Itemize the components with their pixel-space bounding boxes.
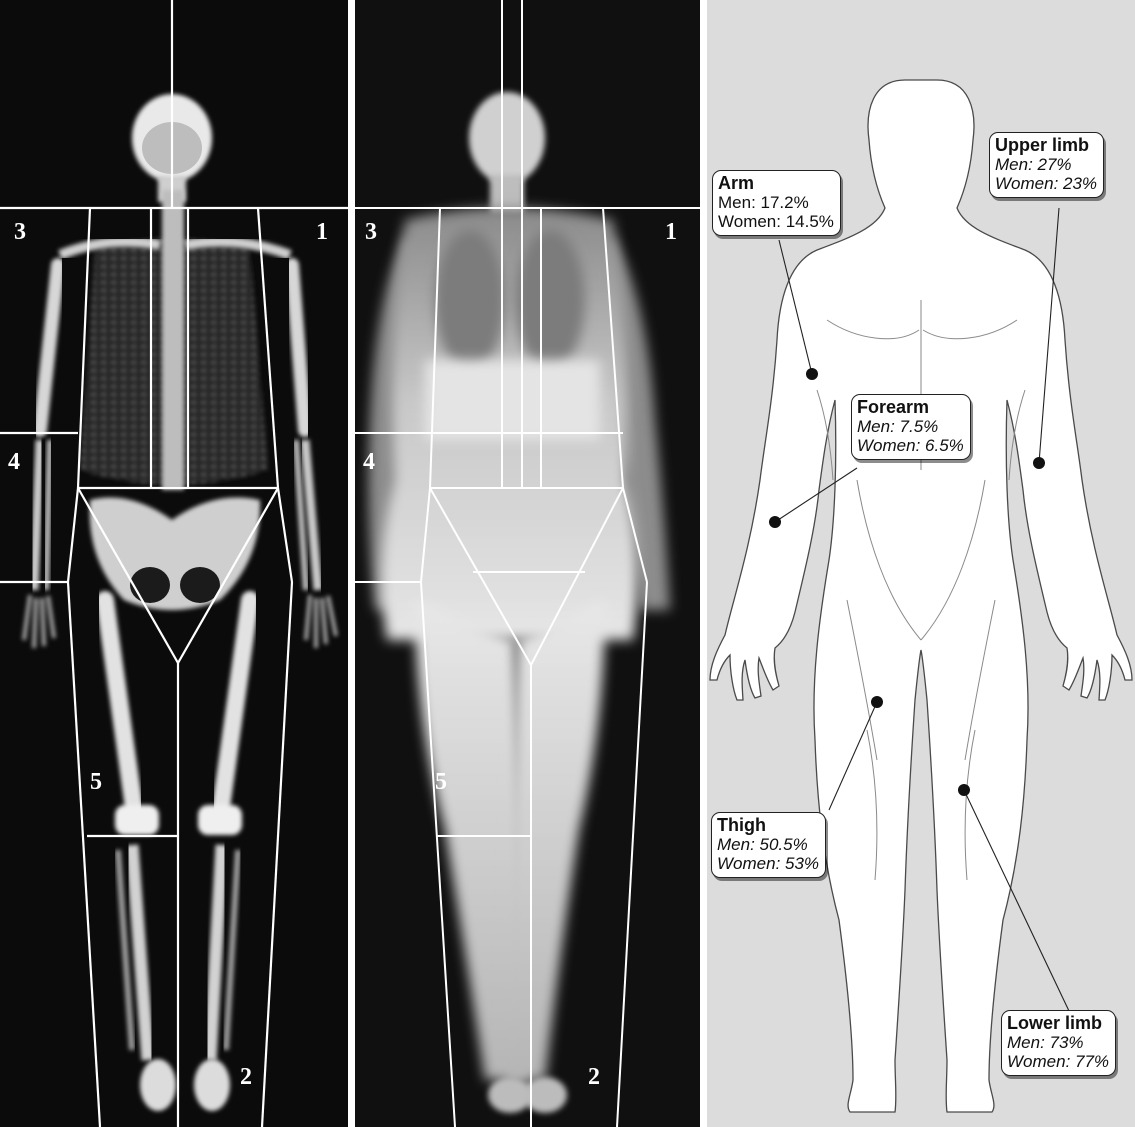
soft-tissue-dxa-scan: 3 1 4 5 2 <box>355 0 700 1127</box>
bone-region-2-label: 2 <box>240 1065 252 1089</box>
upper-limb-callout-men: Men: 27% <box>995 155 1097 174</box>
arm-callout: Arm Men: 17.2% Women: 14.5% <box>712 170 841 236</box>
thigh-callout: Thigh Men: 50.5% Women: 53% <box>711 812 826 878</box>
skeleton-figure <box>0 0 348 1127</box>
lower-limb-callout: Lower limb Men: 73% Women: 77% <box>1001 1010 1116 1076</box>
thigh-callout-men: Men: 50.5% <box>717 835 819 854</box>
body-illustration-panel: Arm Men: 17.2% Women: 14.5% Upper limb M… <box>707 0 1135 1127</box>
lower-limb-anchor-dot <box>958 784 970 796</box>
upper-limb-callout: Upper limb Men: 27% Women: 23% <box>989 132 1104 198</box>
body-region-5-label: 5 <box>435 770 447 794</box>
upper-limb-anchor-dot <box>1033 457 1045 469</box>
body-region-3-label: 3 <box>365 220 377 244</box>
thigh-anchor-dot <box>871 696 883 708</box>
arm-anchor-dot <box>806 368 818 380</box>
upper-limb-callout-title: Upper limb <box>995 136 1097 155</box>
thigh-callout-title: Thigh <box>717 816 819 835</box>
lower-limb-callout-title: Lower limb <box>1007 1014 1109 1033</box>
bone-region-4-label: 4 <box>8 450 20 474</box>
body-region-1-label: 1 <box>665 220 677 244</box>
bone-region-3-label: 3 <box>14 220 26 244</box>
lower-limb-callout-women: Women: 77% <box>1007 1052 1109 1071</box>
bone-region-1-label: 1 <box>316 220 328 244</box>
bone-dxa-scan: 3 1 4 5 2 <box>0 0 348 1127</box>
lower-limb-callout-men: Men: 73% <box>1007 1033 1109 1052</box>
arm-callout-men: Men: 17.2% <box>718 193 834 212</box>
body-silhouette-figure <box>355 0 700 1127</box>
forearm-callout-title: Forearm <box>857 398 964 417</box>
upper-limb-callout-women: Women: 23% <box>995 174 1097 193</box>
body-region-4-label: 4 <box>363 450 375 474</box>
forearm-callout: Forearm Men: 7.5% Women: 6.5% <box>851 394 971 460</box>
arm-callout-title: Arm <box>718 174 834 193</box>
body-region-2-label: 2 <box>588 1065 600 1089</box>
forearm-callout-women: Women: 6.5% <box>857 436 964 455</box>
bone-region-5-label: 5 <box>90 770 102 794</box>
arm-callout-women: Women: 14.5% <box>718 212 834 231</box>
forearm-anchor-dot <box>769 516 781 528</box>
forearm-callout-men: Men: 7.5% <box>857 417 964 436</box>
thigh-callout-women: Women: 53% <box>717 854 819 873</box>
